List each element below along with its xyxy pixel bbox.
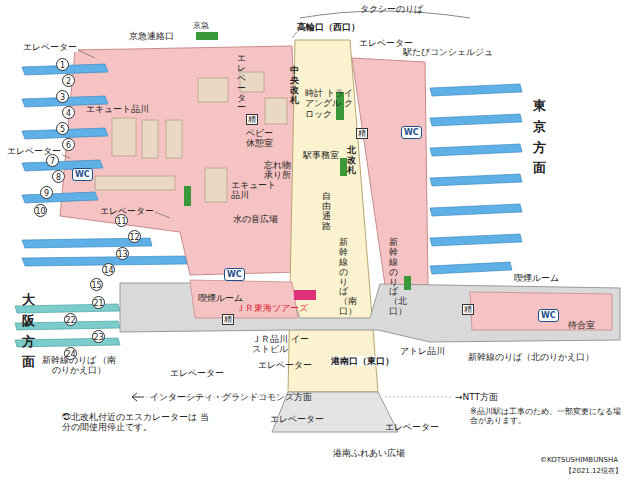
place-label: 【2021.12現在】	[565, 467, 622, 475]
platform-number: 21	[92, 296, 105, 309]
toilet-badge: WC	[224, 268, 245, 281]
platform-number: 11	[115, 214, 128, 227]
platform-number: 14	[102, 263, 115, 276]
place-label: 高輪口（西口）	[296, 22, 361, 32]
place-label: 新幹線のりば（南口）	[339, 238, 348, 317]
platform-number: 7	[46, 154, 59, 167]
place-label: エキュート品川	[231, 180, 278, 201]
platform-number: 1	[56, 58, 69, 71]
ticket-gates	[184, 32, 411, 290]
place-label: ＪＲ品川 イーストビル	[252, 334, 314, 355]
toilet-badge: WC	[401, 126, 422, 139]
place-label: タクシーのりば	[360, 4, 423, 14]
fare-adjust-sign: 精	[462, 304, 474, 315]
platform-number: 8	[52, 170, 65, 183]
place-label: エキュート品川	[86, 104, 149, 114]
place-label: ＪＲ東海ツアーズ	[236, 303, 308, 313]
place-label: エレベーター	[237, 54, 246, 113]
platform-number: 3	[56, 90, 69, 103]
waiting-area	[470, 292, 612, 330]
place-label: 自由通路	[322, 192, 331, 232]
node-text: WC	[75, 170, 90, 179]
place-label: エレベーター	[385, 422, 439, 432]
platform-number: 9	[40, 186, 53, 199]
platform-number: 2	[62, 74, 75, 87]
place-label: 喫煙ルーム	[514, 273, 559, 283]
place-label: 喫煙ルーム	[198, 293, 243, 303]
place-label: 港南ふれあい広場	[333, 448, 405, 458]
shop-blocks	[95, 72, 287, 202]
place-label: 新幹線のりば （南のりかえ口）	[40, 355, 118, 376]
toilet-badge: WC	[538, 309, 559, 322]
node-text: WC	[404, 128, 419, 137]
place-label: エレベーター	[100, 206, 154, 216]
toilet-badge: WC	[72, 168, 93, 181]
place-label: 大阪方面	[22, 290, 35, 373]
place-label: エレベーター	[258, 360, 312, 370]
direction-arrow	[132, 393, 144, 401]
platform-number: 12	[128, 230, 141, 243]
leader-lines	[60, 28, 300, 218]
place-label: エレベーター	[170, 368, 224, 378]
place-label: ㉑北改札付近のエスカレーターは 当分の間使用停止です。	[62, 412, 214, 433]
node-text: WC	[227, 270, 242, 279]
place-label: 水の音広場	[233, 214, 278, 224]
place-label: エレベーター	[22, 42, 78, 52]
platform-number: 15	[90, 278, 103, 291]
place-label: 新幹線のりば（北口）	[389, 238, 398, 317]
platform-number: 4	[62, 106, 75, 119]
platform-number: 13	[116, 247, 129, 260]
place-label: インターシティ・グランドコモンズ方面	[150, 392, 312, 402]
place-label: 京急連絡口	[128, 31, 175, 41]
place-label: エレベーター	[270, 414, 324, 424]
place-label: 駅たびコンシェルジュ	[402, 47, 494, 57]
platform-number: 5	[56, 122, 69, 135]
walkway	[385, 397, 452, 398]
place-label: 北改札	[347, 146, 356, 176]
place-label: 東京方面	[533, 96, 546, 179]
node-text: WC	[541, 311, 556, 320]
fare-adjust-sign: 精	[246, 114, 258, 125]
place-label: 忘れ物承り所	[264, 160, 293, 181]
place-label: 待合室	[568, 320, 595, 330]
place-label: 京急	[193, 21, 209, 30]
place-label: ©KOTSUSHIMBUNSHA	[540, 456, 618, 464]
place-label: 時計 トライアングル クロック	[305, 88, 359, 119]
place-label: →NTT方面	[455, 392, 498, 402]
platforms	[22, 64, 522, 274]
platform-number: 24	[64, 347, 77, 360]
platform-number: 22	[64, 313, 77, 326]
place-label: 中央改札	[290, 66, 299, 106]
shop-block	[294, 290, 316, 300]
platform-number: 23	[92, 330, 105, 343]
place-label: ※品川駅は工事のため、一部変更になる場合があります。	[470, 407, 622, 425]
platform-number: 6	[62, 138, 75, 151]
fare-adjust-sign: 精	[222, 314, 234, 325]
platform-number: 10	[34, 204, 47, 217]
place-label: 新幹線のりば（北のりかえ口）	[468, 352, 594, 362]
place-label: アトレ品川	[400, 346, 445, 356]
place-label: 駅事務室	[303, 150, 339, 160]
place-label: 港南口（東口）	[330, 356, 395, 366]
place-label: ベビー休憩室	[246, 128, 275, 149]
fare-adjust-sign: 精	[356, 128, 368, 139]
